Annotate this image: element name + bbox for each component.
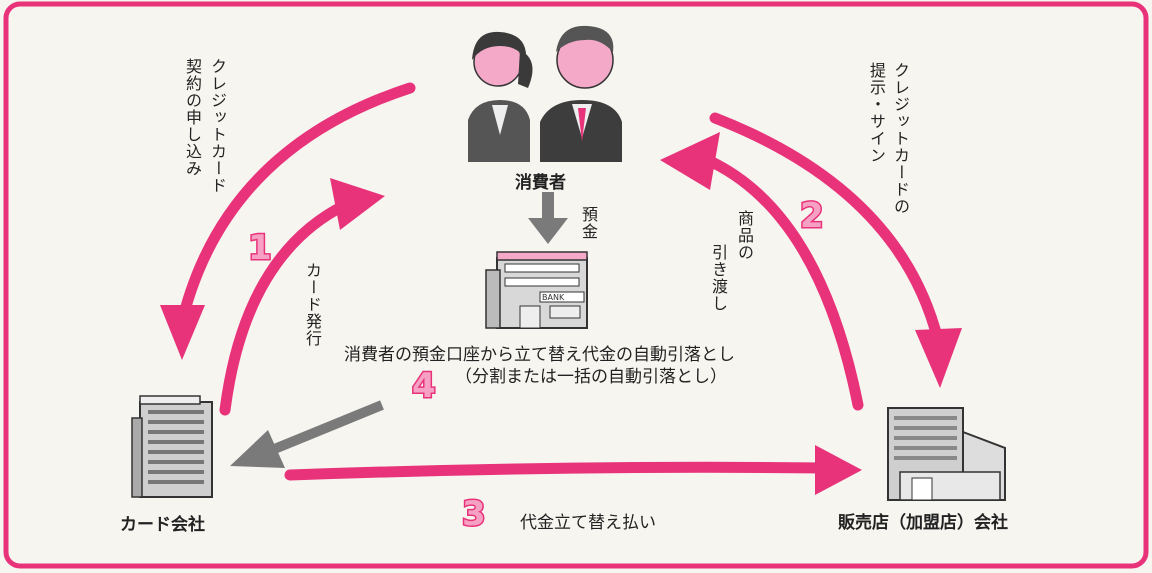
step-3-label: 代金立て替え払い — [520, 513, 656, 533]
step-4-label-line1: 消費者の預金口座から立て替え代金の自動引落とし — [344, 345, 735, 365]
outer-frame — [3, 1, 1149, 569]
step-4-number: 4 — [411, 365, 438, 408]
arrow-deposit-shaft — [542, 192, 554, 220]
arrow-application — [174, 82, 416, 336]
arrow-debit — [270, 400, 384, 455]
arrow-payment — [284, 461, 831, 481]
bank-illustration — [485, 251, 588, 329]
arrow-present-sign-head — [915, 328, 962, 388]
step-2-label-line1: クレジットカードの — [891, 62, 910, 215]
store-illustration — [887, 407, 1006, 501]
step-3-number: 3 — [461, 493, 488, 536]
arrow-card-issue-head — [330, 178, 385, 230]
goods-label-line1: 商品の — [735, 210, 754, 261]
goods-label-line2: 引き渡し — [709, 244, 728, 312]
arrow-application-head — [160, 305, 205, 360]
card-company-label: カード会社 — [120, 515, 205, 535]
step-1-label-line2: 契約の申し込み — [183, 58, 202, 177]
arrow-deposit-head — [528, 218, 568, 244]
arrow-goods-delivery — [706, 156, 864, 411]
arrow-payment-head — [815, 445, 862, 495]
store-label: 販売店（加盟店）会社 — [838, 513, 1008, 533]
arrow-debit-head — [230, 430, 285, 468]
card-company-illustration — [131, 395, 213, 498]
bank-sign: BANK — [542, 293, 565, 302]
arrow-goods-delivery-head — [660, 132, 720, 190]
card-issue-label: カード発行 — [303, 262, 322, 347]
step-2-label-line2: 提示・サイン — [867, 62, 886, 164]
arrow-card-issue — [219, 199, 351, 416]
step-4-label-line2: （分割または一括の自動引落とし） — [455, 367, 727, 387]
arrow-present-sign — [709, 112, 944, 346]
consumer-illustration — [468, 25, 622, 162]
step-1-number: 1 — [247, 227, 274, 270]
consumer-label: 消費者 — [515, 173, 566, 193]
step-2-number: 2 — [799, 195, 826, 238]
deposit-label: 預金 — [579, 206, 598, 240]
step-1-label-line1: クレジットカード — [208, 58, 227, 194]
